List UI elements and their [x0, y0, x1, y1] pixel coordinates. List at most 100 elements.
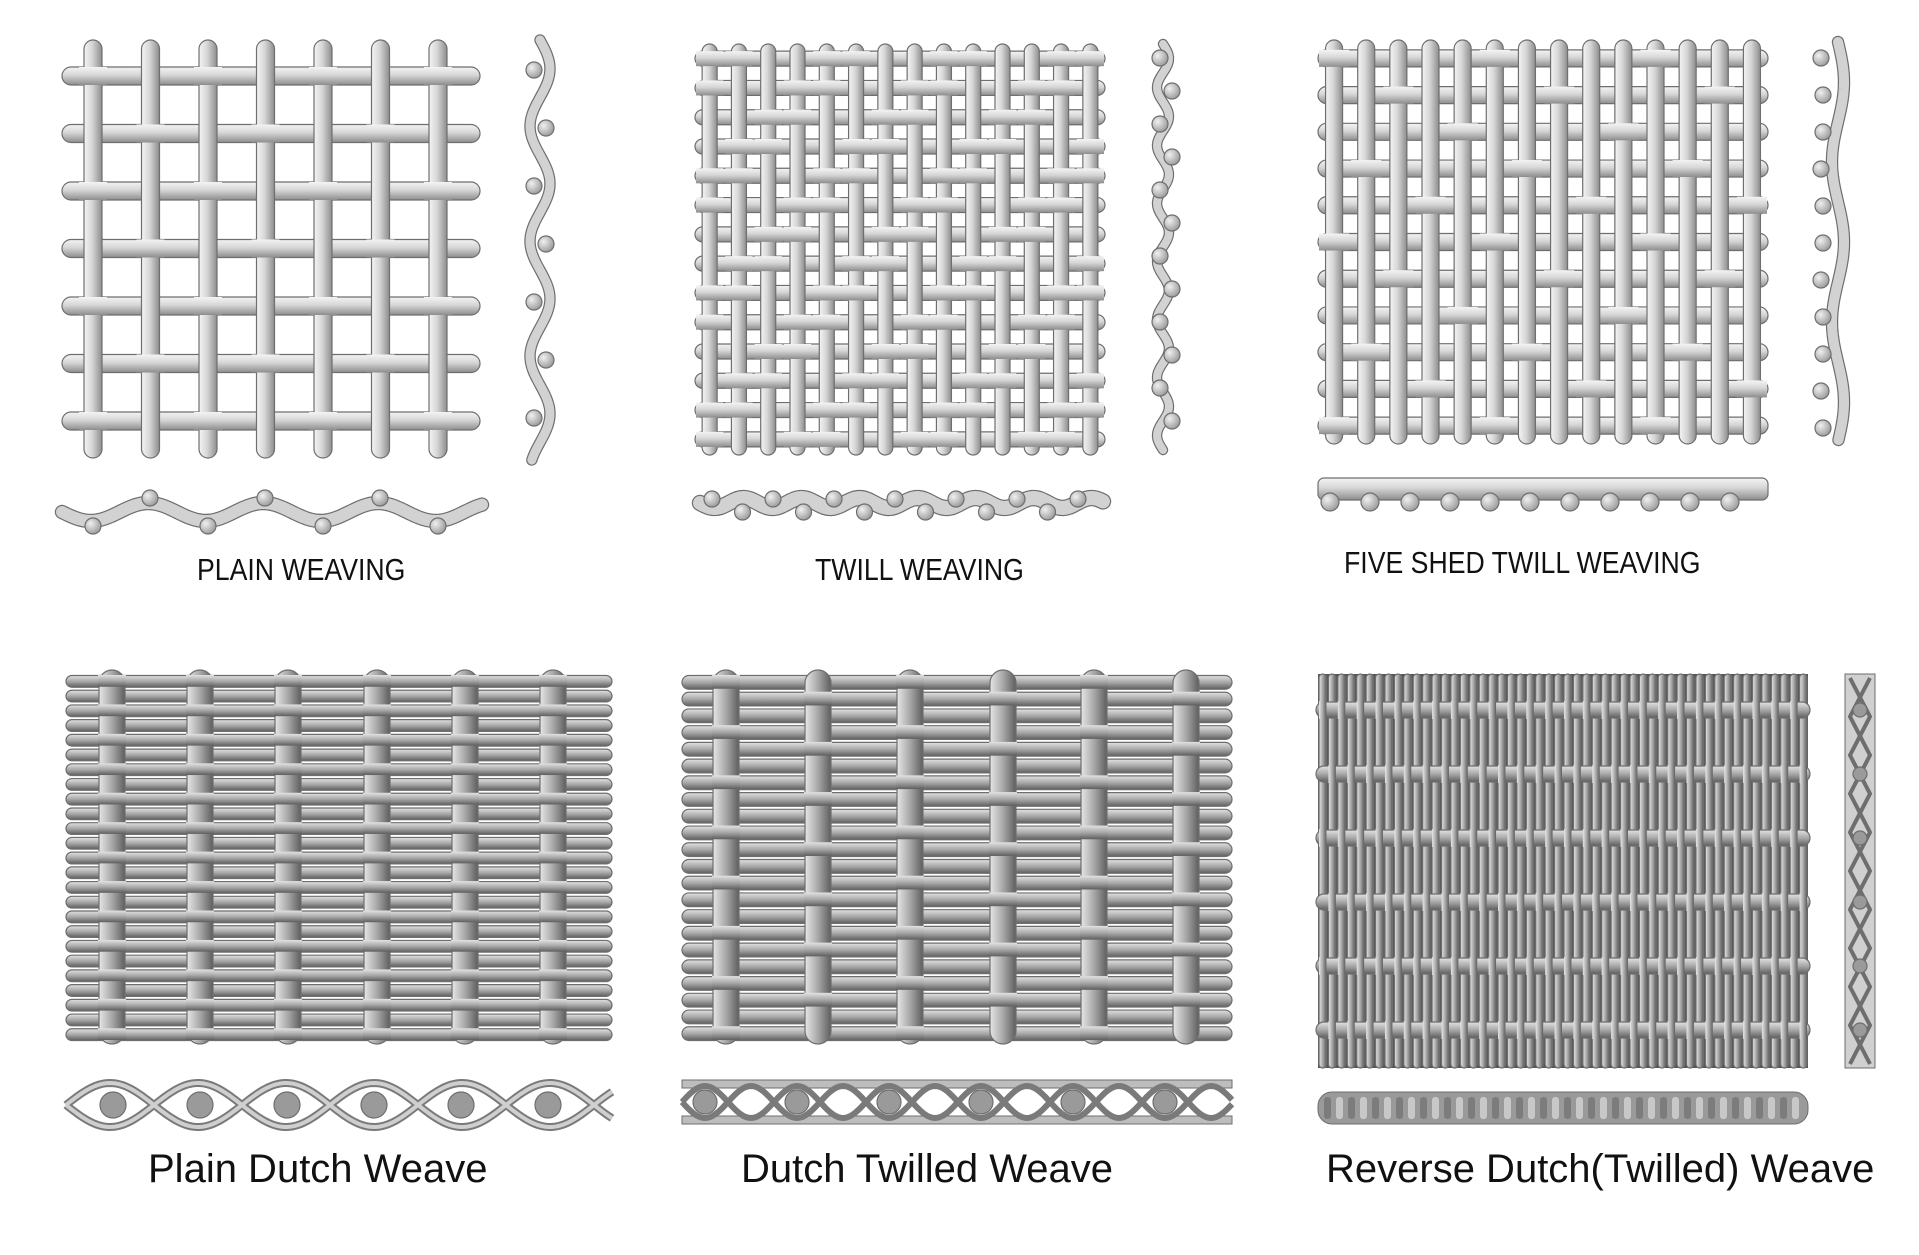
warp-over-segment [1601, 701, 1610, 719]
warp-over-segment [1677, 829, 1685, 847]
warp-wire [1544, 673, 1554, 1069]
wire-cross-section [1814, 123, 1832, 141]
warp-over-segment [1752, 957, 1760, 975]
weft-over-segment [871, 256, 899, 272]
weft-wire [1317, 196, 1769, 215]
weft-over-segment [1383, 270, 1414, 288]
wire-cross-section [1812, 271, 1830, 289]
weft-over-segment [959, 256, 987, 272]
weft-over-segment [363, 704, 391, 717]
warp-over-segment [1611, 893, 1619, 911]
weft-over-segment [186, 792, 214, 805]
weft-over-segment [842, 373, 870, 389]
warp-over-segment [1771, 829, 1779, 847]
weft-over-segment [79, 297, 107, 315]
warp-wire [1648, 673, 1657, 1069]
weft-over-segment [712, 976, 740, 990]
weft-over-segment [274, 792, 302, 805]
wire-cross-section [1320, 492, 1340, 512]
warp-over-segment [1535, 893, 1544, 911]
warp-over-segment [1319, 701, 1327, 719]
warp-wire [1384, 673, 1393, 1069]
warp-over-segment [1554, 765, 1562, 783]
weft-wire [65, 689, 613, 703]
bottom-profile-wire [1612, 1097, 1619, 1119]
warp-over-segment [1450, 829, 1459, 847]
weft-over-segment [274, 763, 302, 776]
weft-over-segment [274, 881, 302, 893]
wire-cross-section [1812, 49, 1830, 67]
bottom-profile-wire [1420, 1097, 1427, 1119]
weft-over-segment [366, 354, 395, 373]
warp-over-segment [1422, 1021, 1431, 1039]
weft-over-segment [251, 354, 280, 373]
warp-profile-a-hi [64, 1080, 614, 1130]
caption-plain-weaving: PLAIN WEAVING [197, 552, 406, 587]
warp-over-segment [1677, 701, 1685, 719]
weft-over-segment [98, 704, 126, 717]
bottom-profile-wire [1396, 1097, 1403, 1119]
weft-over-segment [1080, 725, 1108, 739]
weft-over-segment [696, 402, 724, 418]
weft-over-segment [959, 402, 987, 418]
warp-over-segment [1639, 701, 1647, 719]
weft-over-segment [901, 226, 929, 242]
weft-over-segment [783, 226, 812, 242]
weft-wire [681, 825, 1233, 841]
warp-over-segment [1677, 957, 1685, 975]
warp-wire [818, 43, 835, 456]
warp-wire [1742, 39, 1762, 445]
warp-wire [1453, 39, 1472, 445]
weft-over-segment [813, 80, 841, 96]
wire-cross-section [855, 503, 874, 521]
warp-over-segment [1384, 893, 1393, 911]
weft-over-segment [309, 182, 337, 200]
weft-over-segment [988, 139, 1017, 154]
weft-over-segment [712, 675, 740, 689]
warp-wire [760, 43, 777, 456]
warp-wire [1789, 673, 1799, 1069]
bottom-profile-wire [1384, 1097, 1391, 1119]
weft-over-segment [309, 412, 337, 430]
warp-profile-b [679, 1082, 1235, 1122]
weft-wire [681, 892, 1233, 908]
weft-over-segment [98, 792, 126, 805]
warp-over-segment [1375, 701, 1383, 719]
weft-wire [694, 50, 1106, 67]
wire-cross-section [1163, 412, 1181, 430]
warp-over-segment [1799, 1021, 1807, 1039]
weft-over-segment [451, 881, 479, 893]
weft-over-segment [539, 851, 567, 864]
warp-wire [313, 39, 333, 459]
weft-over-segment [79, 67, 107, 85]
weft-cross-section [784, 1089, 810, 1115]
weft-cross-section [447, 1091, 475, 1119]
weft-over-segment [1047, 197, 1075, 213]
warp-wire [1678, 39, 1697, 445]
warp-over-segment [1695, 957, 1704, 975]
warp-over-segment [1422, 893, 1431, 911]
wire-cross-section [886, 490, 904, 508]
weft-over-segment [783, 344, 812, 359]
weft-cross-section [1852, 1022, 1868, 1038]
weft-over-segment [194, 182, 222, 200]
weft-over-segment [98, 969, 126, 982]
weft-over-segment [424, 182, 452, 200]
weft-over-segment [451, 998, 479, 1011]
weft-over-segment [98, 881, 126, 893]
warp-over-segment [1422, 765, 1431, 783]
weft-over-segment [98, 763, 126, 776]
warp-over-segment [1629, 765, 1638, 783]
weft-over-segment [1047, 51, 1075, 67]
warp-over-segment [1648, 765, 1657, 783]
weft-over-segment [363, 822, 391, 834]
weft-over-segment [1319, 417, 1350, 435]
warp-over-segment [1469, 957, 1478, 975]
weft-over-segment [98, 910, 126, 923]
weft-over-segment [842, 139, 870, 154]
warp-over-segment [1394, 957, 1402, 975]
plain-dutch-panel [63, 669, 615, 1132]
warp-over-segment [1460, 893, 1468, 911]
warp-over-segment [1479, 893, 1487, 911]
warp-over-segment [1328, 893, 1336, 911]
